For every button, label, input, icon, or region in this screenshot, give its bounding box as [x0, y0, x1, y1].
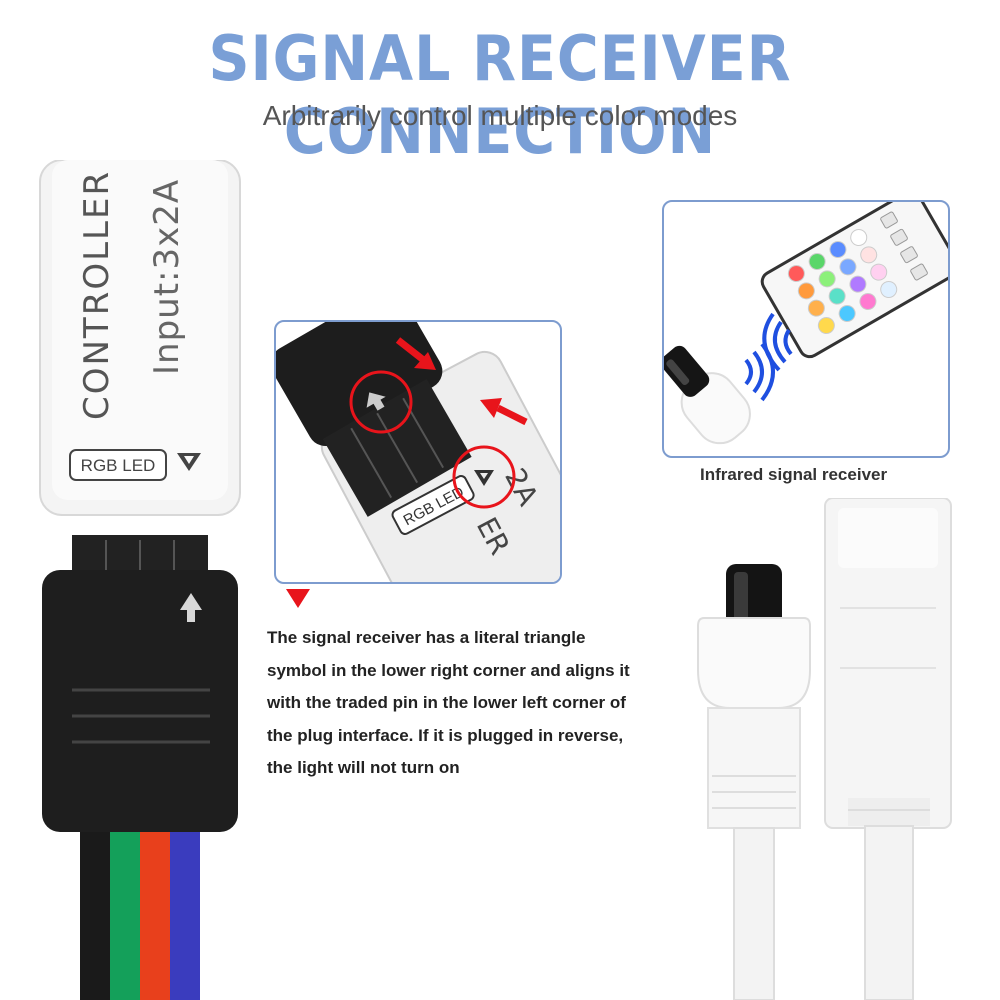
remote-color-button: [880, 280, 898, 298]
remote-color-button: [859, 292, 877, 310]
wire-blue: [170, 810, 200, 1000]
wire-green: [110, 810, 140, 1000]
description-line: The signal receiver has a literal triang…: [267, 628, 586, 647]
remote-color-button: [870, 263, 888, 281]
remote-color-button: [828, 287, 846, 305]
remote-control: [760, 202, 948, 359]
highlight-circle-receiver: [452, 445, 516, 509]
controller-badge: RGB LED: [81, 456, 156, 475]
remote-color-button: [829, 241, 847, 259]
red-arrow-icon: [480, 398, 528, 426]
receiver-panel: [662, 200, 950, 458]
controller-illustration: RGB LED CONTROLLER Input:3x2A: [39, 160, 241, 1000]
description-line: the plug interface. If it is plugged in …: [267, 725, 624, 745]
zoom-illustration: RGB LED 2A ER: [276, 322, 560, 582]
description-line: the light will not turn on: [267, 758, 460, 777]
remote-arrow-button: [890, 228, 908, 246]
remote-color-button: [839, 258, 857, 276]
arrow-up-icon: [180, 593, 202, 622]
remote-color-button: [860, 246, 878, 264]
remote-color-button: [797, 282, 815, 300]
controller-label-spec: Input:3x2A: [147, 179, 187, 375]
controller-label-main: CONTROLLER: [77, 170, 117, 420]
triangle-pin-icon: [177, 453, 201, 471]
remote-color-button: [787, 265, 805, 283]
zoom-panel: RGB LED 2A ER: [274, 320, 562, 584]
highlight-circle-plug: [349, 370, 413, 434]
remote-color-button: [808, 253, 826, 271]
remote-color-button: [838, 304, 856, 322]
description-line: symbol in the lower right corner and ali…: [267, 660, 630, 680]
description-line: with the traded pin in the lower left co…: [267, 693, 626, 712]
receiver-cable-illustration: [697, 498, 952, 1000]
red-arrow-icon: [395, 337, 436, 370]
triangle-pin-icon: [474, 470, 494, 486]
remote-arrow-button: [900, 246, 918, 264]
arrow-up-icon: [366, 392, 386, 411]
description: The signal receiver has a literal triang…: [267, 622, 687, 785]
remote-illustration: [664, 202, 948, 445]
remote-color-button: [850, 229, 868, 247]
page-subtitle: Arbitrarily control multiple color modes: [262, 100, 738, 131]
receiver-caption: Infrared signal receiver: [700, 465, 888, 484]
controller-badge-frame: [69, 449, 167, 481]
signal-waves-icon: [744, 342, 775, 402]
down-triangle-icon: [286, 589, 310, 608]
remote-color-button: [849, 275, 867, 293]
wire-black: [80, 810, 110, 1000]
receiver-housing: [697, 617, 811, 709]
remote-color-button: [818, 270, 836, 288]
remote-color-button: [817, 316, 835, 334]
wire-red: [140, 810, 170, 1000]
remote-arrow-button: [910, 263, 928, 281]
page-title: SIGNAL RECEIVER CONNECTION: [208, 22, 792, 168]
ir-receiver: [664, 345, 751, 445]
plug-body: [42, 570, 238, 832]
remote-color-button: [807, 299, 825, 317]
remote-arrow-button: [880, 211, 898, 229]
signal-waves-icon: [762, 312, 793, 372]
